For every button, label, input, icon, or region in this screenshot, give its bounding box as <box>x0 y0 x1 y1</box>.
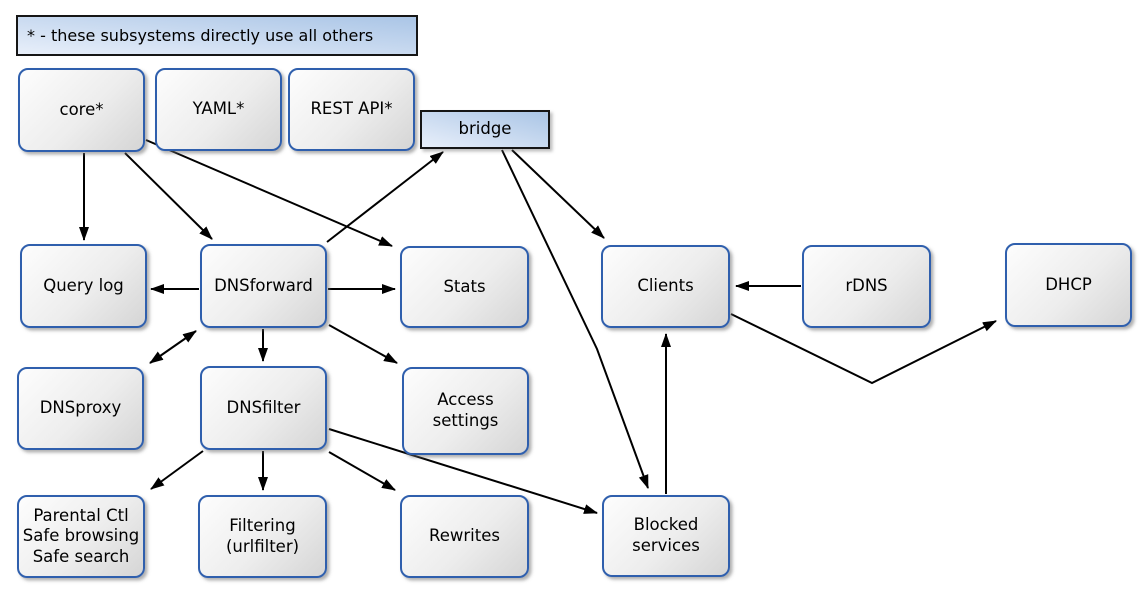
edge-dnsforward-to-access <box>328 324 398 364</box>
node-bridge: bridge <box>420 110 550 149</box>
node-core: core* <box>18 68 145 152</box>
node-blocked: Blocked services <box>602 495 730 577</box>
edge-clients-to-dhcp <box>730 313 997 385</box>
node-rewrites: Rewrites <box>400 495 529 578</box>
edge-dnsfilter-to-parental <box>150 450 204 490</box>
node-restapi: REST API* <box>288 68 415 151</box>
edge-core-to-dnsforward <box>124 152 213 240</box>
edge-dnsforward-to-bridge <box>326 151 444 243</box>
edge-bridge-to-clients <box>511 149 605 239</box>
legend-note: * - these subsystems directly use all ot… <box>16 15 418 56</box>
node-rdns: rDNS <box>802 245 931 328</box>
edge-bridge-to-blocked <box>501 149 649 489</box>
edge-dnsfilter-to-rewrites <box>328 451 396 491</box>
node-access: Access settings <box>402 367 529 455</box>
edge-dnsfilter-to-blocked <box>328 428 598 514</box>
edge-core-to-stats <box>145 139 393 247</box>
node-stats: Stats <box>400 246 529 328</box>
node-dnsfilter: DNSfilter <box>200 366 327 450</box>
node-clients: Clients <box>601 245 730 328</box>
node-querylog: Query log <box>20 244 147 328</box>
edge-dnsforward-to-dnsproxy <box>149 330 197 364</box>
node-parental: Parental Ctl Safe browsing Safe search <box>17 495 145 578</box>
node-dnsproxy: DNSproxy <box>17 367 144 450</box>
node-dnsforward: DNSforward <box>200 244 327 328</box>
node-filtering: Filtering (urlfilter) <box>198 495 327 578</box>
node-yaml: YAML* <box>155 68 282 151</box>
node-dhcp: DHCP <box>1005 243 1132 327</box>
